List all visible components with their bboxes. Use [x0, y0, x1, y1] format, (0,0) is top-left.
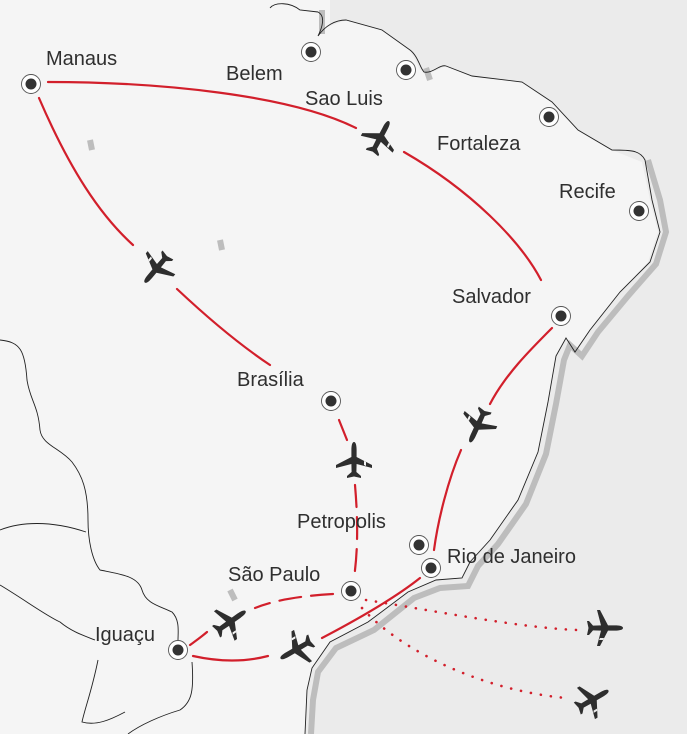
city-marker-dot	[25, 78, 37, 90]
route-brasilia-saopaulo	[337, 418, 349, 442]
border-line	[0, 523, 87, 533]
city-marker-dot	[555, 310, 567, 322]
city-marker-dot	[305, 46, 317, 58]
city-7: Petropolis	[297, 511, 429, 555]
city-3: Fortaleza	[437, 107, 559, 155]
sea	[305, 0, 687, 734]
city-label: Iguaçu	[95, 624, 155, 646]
city-8: Rio de Janeiro	[421, 546, 576, 578]
city-10: Iguaçu	[95, 624, 188, 660]
routes	[37, 80, 580, 700]
city-label: Belem	[226, 63, 283, 85]
city-label: Sao Luis	[305, 88, 383, 110]
border-line	[81, 659, 126, 724]
city-marker-dot	[633, 205, 645, 217]
route-international	[364, 598, 580, 632]
city-marker-dot	[325, 395, 337, 407]
city-4: Recife	[559, 181, 649, 221]
city-label: Rio de Janeiro	[447, 546, 576, 568]
coastline	[269, 3, 661, 734]
city-label: Petropolis	[297, 511, 386, 533]
route-manaus-brasilia	[175, 287, 272, 367]
route-manaus-brasilia	[37, 96, 135, 247]
route-manaus-salvador	[46, 80, 358, 130]
city-marker-dot	[172, 644, 184, 656]
city-9: São Paulo	[228, 564, 361, 601]
city-label: Fortaleza	[437, 133, 521, 155]
route-iguacu-rio	[191, 654, 270, 662]
city-label: Recife	[559, 181, 616, 203]
border-line	[0, 584, 96, 641]
city-marker-dot	[413, 539, 425, 551]
city-0: Manaus	[21, 48, 117, 94]
route-brasilia-saopaulo	[352, 483, 359, 580]
city-5: Salvador	[452, 286, 571, 326]
route-saopaulo-iguacu	[188, 630, 209, 647]
route-iguacu-rio	[320, 576, 422, 640]
city-label: Brasília	[237, 369, 305, 391]
route-saopaulo-iguacu	[253, 592, 335, 610]
coast-shadow	[87, 10, 670, 734]
city-marker-dot	[425, 562, 437, 574]
city-label: Salvador	[452, 286, 531, 308]
route-salvador-rio	[488, 326, 554, 406]
city-1: Belem	[226, 42, 321, 85]
city-6: Brasília	[237, 369, 341, 411]
route-manaus-salvador	[402, 150, 543, 282]
city-marker-dot	[543, 111, 555, 123]
border-line	[0, 339, 179, 641]
city-label: Manaus	[46, 48, 117, 70]
city-label: São Paulo	[228, 564, 320, 586]
city-marker-dot	[345, 585, 357, 597]
city-marker-dot	[400, 64, 412, 76]
border-line	[127, 661, 194, 734]
route-salvador-rio	[432, 448, 463, 552]
city-2: Sao Luis	[305, 60, 416, 110]
